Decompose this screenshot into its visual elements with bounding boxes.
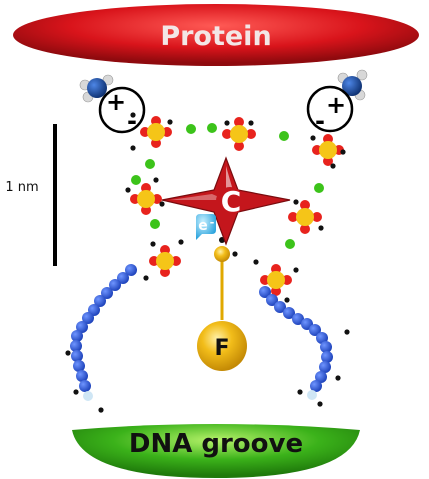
amine-right (337, 69, 368, 101)
phosphate-group (149, 245, 181, 277)
dna-strand-right (259, 286, 333, 400)
minus-sign-left: - (127, 107, 137, 135)
phosphate-group (140, 116, 172, 148)
linker (214, 237, 230, 320)
charge-pair-left: + - (98, 86, 146, 135)
f-label: F (214, 336, 229, 361)
electron-sign: - (210, 216, 215, 229)
charge-pair-right: + - (306, 85, 354, 135)
protein-label: Protein (160, 21, 271, 52)
black-dots (65, 112, 350, 413)
minus-sign-right: - (315, 107, 325, 135)
plus-sign-left: + (106, 88, 126, 116)
dna-groove-label: DNA groove (129, 429, 303, 459)
green-dots (131, 123, 324, 249)
scale-label: 1 nm (5, 180, 38, 195)
scale-bar: 1 nm (5, 124, 57, 266)
electron-bubble: e - (196, 214, 216, 240)
plus-sign-right: + (326, 91, 346, 119)
phosphate-group (288, 200, 322, 234)
f-ball: F (197, 321, 247, 371)
protein-shape: Protein (13, 4, 419, 66)
dna-strand-left (70, 264, 137, 401)
phosphate-group (130, 183, 162, 215)
phosphate-group (312, 134, 344, 166)
phosphate-groups (130, 116, 344, 296)
phosphate-group (260, 264, 292, 296)
c-star: C (161, 156, 291, 246)
dna-groove-shape: DNA groove (72, 424, 360, 478)
amine-left (79, 74, 114, 103)
electron-label: e (198, 218, 208, 234)
phosphate-group (222, 117, 256, 151)
c-label: C (221, 185, 242, 218)
